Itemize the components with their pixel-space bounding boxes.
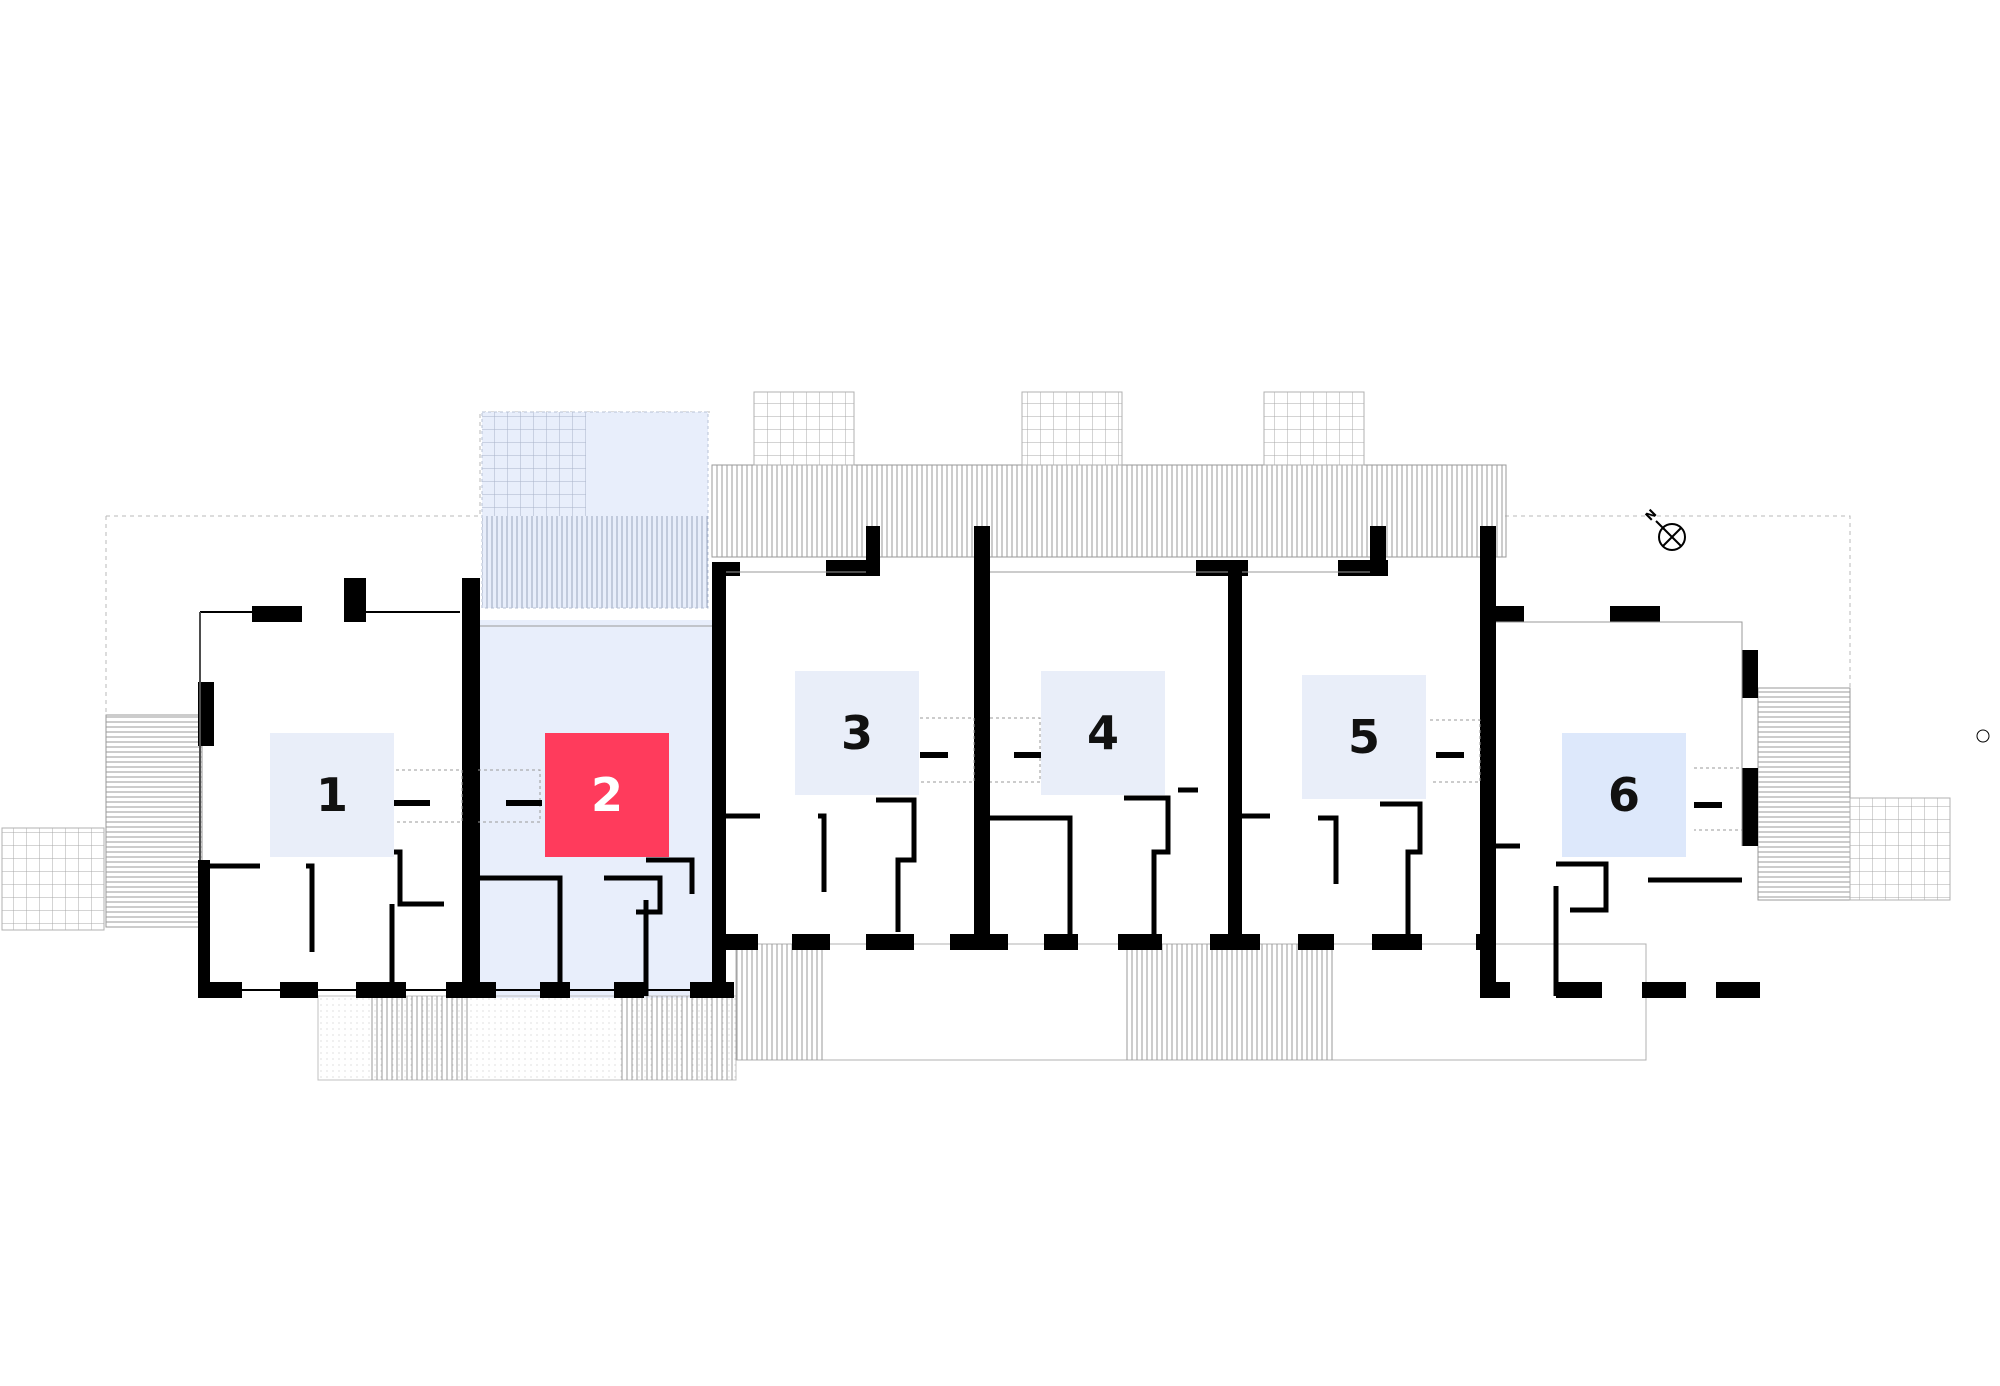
unit-3-button[interactable]: 3	[795, 671, 919, 795]
left-terrace	[1, 714, 203, 931]
compass-icon	[1655, 520, 1990, 743]
unit-2-button[interactable]: 2	[545, 733, 669, 857]
unit-4-button[interactable]: 4	[1041, 671, 1165, 795]
exterior-walls	[198, 526, 1760, 998]
unit-4-label: 4	[1086, 706, 1119, 760]
unit-6-button[interactable]: 6	[1562, 733, 1686, 857]
unit-5-button[interactable]: 5	[1302, 675, 1426, 799]
top-terraces	[711, 391, 1507, 558]
unit-1-label: 1	[315, 768, 348, 822]
unit-3-label: 3	[840, 706, 873, 760]
window-lines	[199, 571, 1743, 860]
unit-1-button[interactable]: 1	[270, 733, 394, 857]
bottom-terraces	[317, 943, 1647, 1081]
unit-5-label: 5	[1347, 710, 1380, 764]
unit-2-label: 2	[590, 768, 623, 822]
right-terrace	[1757, 687, 1951, 901]
stair-landings	[394, 752, 1722, 808]
interior-partitions	[200, 787, 1742, 996]
unit-6-label: 6	[1607, 768, 1640, 822]
